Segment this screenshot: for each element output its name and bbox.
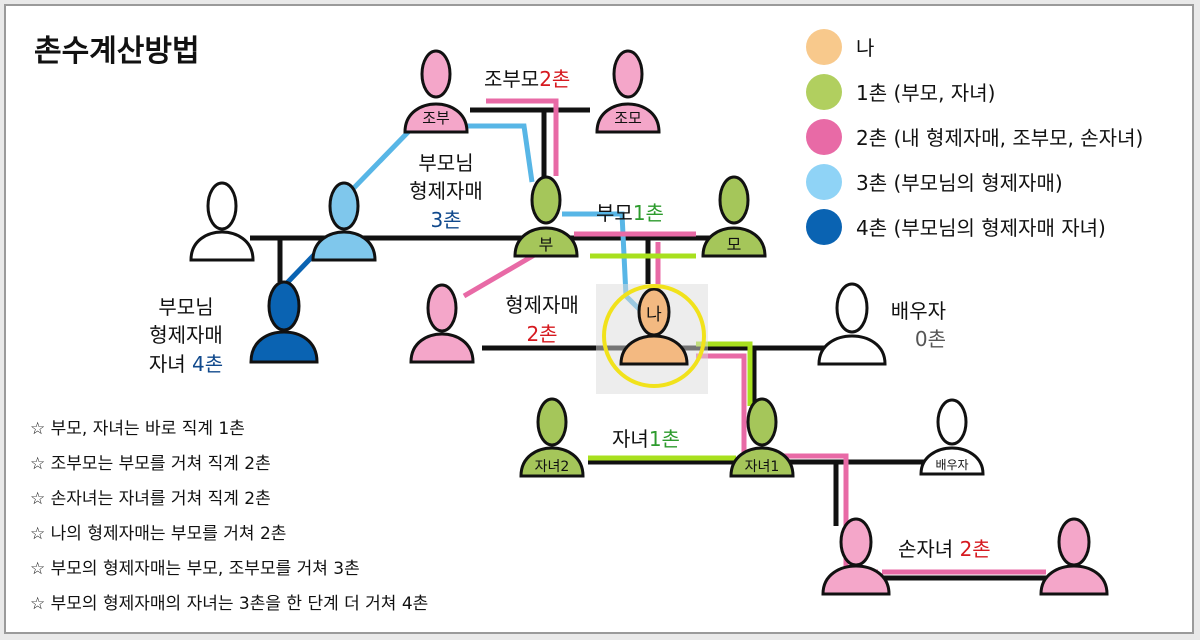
uncle-label-line2: 형제자매 <box>409 179 483 203</box>
notes-list: ☆ 부모, 자녀는 바로 직계 1촌 ☆ 조부모는 부모를 거쳐 직계 2촌 ☆ 손… <box>30 412 590 622</box>
chon2-sibling-line <box>462 251 538 299</box>
legend-item: 나 <box>806 24 1200 69</box>
spouse-label-text: 배우자 <box>891 299 946 323</box>
child-spouse-label: 배우자 <box>935 458 968 472</box>
page-title: 촌수계산방법 <box>34 34 200 69</box>
legend-swatch <box>806 208 842 245</box>
legend-swatch <box>806 118 842 155</box>
legend-label: 3촌 (부모님의 형제자매) <box>856 171 1063 195</box>
grandchildren-label-text: 손자녀 <box>898 537 953 561</box>
note-item: ☆ 나의 형제자매는 부모를 거쳐 2촌 <box>30 524 287 544</box>
legend-swatch <box>806 163 842 200</box>
grandmother-person-icon <box>595 49 661 134</box>
chon3-uncle-to-grandfather-line <box>346 123 535 196</box>
me-label: 나 <box>646 305 662 325</box>
chon1-path <box>588 253 753 461</box>
child-spouse-person-icon <box>919 398 985 476</box>
diagram-frame: 조부 조모 부 모 나 자녀2 자녀1 배우자 조부모2촌 부모1촌 부모님 형… <box>4 4 1194 634</box>
note-item: ☆ 손자녀는 자녀를 거쳐 직계 2촌 <box>30 489 271 509</box>
cousin-person-icon <box>249 280 319 364</box>
mother-label: 모 <box>727 235 742 254</box>
note-item: ☆ 부모, 자녀는 바로 직계 1촌 <box>30 419 245 439</box>
father-label: 부 <box>539 235 554 254</box>
parents-label-text: 부모 <box>596 201 633 225</box>
note-item: ☆ 부모의 형제자매의 자녀는 3촌을 한 단계 더 거쳐 4촌 <box>30 594 429 614</box>
cousin-chon: 4촌 <box>192 352 223 376</box>
legend-label: 2촌 (내 형제자매, 조부모, 손자녀) <box>856 126 1144 150</box>
legend-swatch <box>806 28 842 65</box>
legend-label: 1촌 (부모, 자녀) <box>856 81 996 105</box>
children-label-text: 자녀 <box>612 427 649 451</box>
grandparents-label-text: 조부모 <box>484 67 539 91</box>
parents-label: 부모1촌 <box>596 201 664 225</box>
node-labels: 조부 조모 부 모 나 자녀2 자녀1 배우자 <box>422 109 968 475</box>
child2-person-icon <box>519 397 585 478</box>
uncle-label: 부모님 형제자매 3촌 <box>409 151 483 232</box>
uncle-chon: 3촌 <box>430 208 461 232</box>
child2-label: 자녀2 <box>535 459 570 475</box>
family-tree-diagram: 조부 조모 부 모 나 자녀2 자녀1 배우자 조부모2촌 부모1촌 부모님 형… <box>34 34 1109 596</box>
child1-person-icon <box>729 397 795 478</box>
legend-label: 나 <box>856 36 875 60</box>
children-chon: 1촌 <box>649 427 680 451</box>
grandfather-label: 조부 <box>422 109 450 127</box>
legend-item: 2촌 (내 형제자매, 조부모, 손자녀) <box>806 114 1200 159</box>
sibling-chon: 2촌 <box>526 322 557 346</box>
uncle-person-icon <box>311 181 377 262</box>
sibling-person-icon <box>409 283 475 364</box>
children-label: 자녀1촌 <box>612 427 680 451</box>
legend-item: 3촌 (부모님의 형제자매) <box>806 159 1200 204</box>
legend-item: 4촌 (부모님의 형제자매 자녀) <box>806 204 1200 249</box>
relation-labels: 조부모2촌 부모1촌 부모님 형제자매 3촌 부모님 형제자매 자녀 4촌 형제… <box>149 67 991 561</box>
grandparents-chon: 2촌 <box>539 67 570 91</box>
uncle-label-line1: 부모님 <box>418 151 473 175</box>
cousin-label: 부모님 형제자매 자녀 4촌 <box>149 295 223 376</box>
legend-swatch <box>806 73 842 110</box>
legend-item: 1촌 (부모, 자녀) <box>806 69 1200 114</box>
grandparents-label: 조부모2촌 <box>484 67 570 91</box>
father-person-icon <box>513 175 579 258</box>
sibling-label: 형제자매 2촌 <box>505 293 579 346</box>
mother-person-icon <box>701 175 767 258</box>
me-person-icon <box>619 287 689 366</box>
sibling-label-text: 형제자매 <box>505 293 579 317</box>
me-highlight-ring <box>602 284 706 388</box>
grandmother-label: 조모 <box>614 109 642 127</box>
grandfather-person-icon <box>403 49 469 134</box>
grandchildren-chon: 2촌 <box>960 537 991 561</box>
note-item: ☆ 조부모는 부모를 거쳐 직계 2촌 <box>30 454 271 474</box>
grandchildren-label: 손자녀 2촌 <box>898 537 991 561</box>
grandchild-left-person-icon <box>821 517 891 596</box>
child1-label: 자녀1 <box>745 459 780 475</box>
chon1-child-line <box>696 341 753 406</box>
legend: 나 1촌 (부모, 자녀) 2촌 (내 형제자매, 조부모, 손자녀) 3촌 (부모님… <box>806 24 1200 249</box>
people <box>189 49 1109 596</box>
grandchild-right-person-icon <box>1039 517 1109 596</box>
relative-white-person-icon <box>189 181 255 262</box>
spouse-label: 배우자 0촌 <box>891 299 946 351</box>
cousin-label-line3: 자녀 4촌 <box>149 352 223 376</box>
cousin-label-line1: 부모님 <box>158 295 213 319</box>
chon2-grandparent-line <box>486 98 559 176</box>
cousin-label-line2: 형제자매 <box>149 323 223 347</box>
spouse-chon: 0촌 <box>915 327 946 351</box>
note-item: ☆ 부모의 형제자매는 부모, 조부모를 거쳐 3촌 <box>30 559 360 579</box>
parents-chon: 1촌 <box>633 201 664 225</box>
legend-label: 4촌 (부모님의 형제자매 자녀) <box>856 216 1106 240</box>
spouse-person-icon <box>817 282 887 366</box>
cousin-label-line3-text: 자녀 <box>149 352 186 376</box>
